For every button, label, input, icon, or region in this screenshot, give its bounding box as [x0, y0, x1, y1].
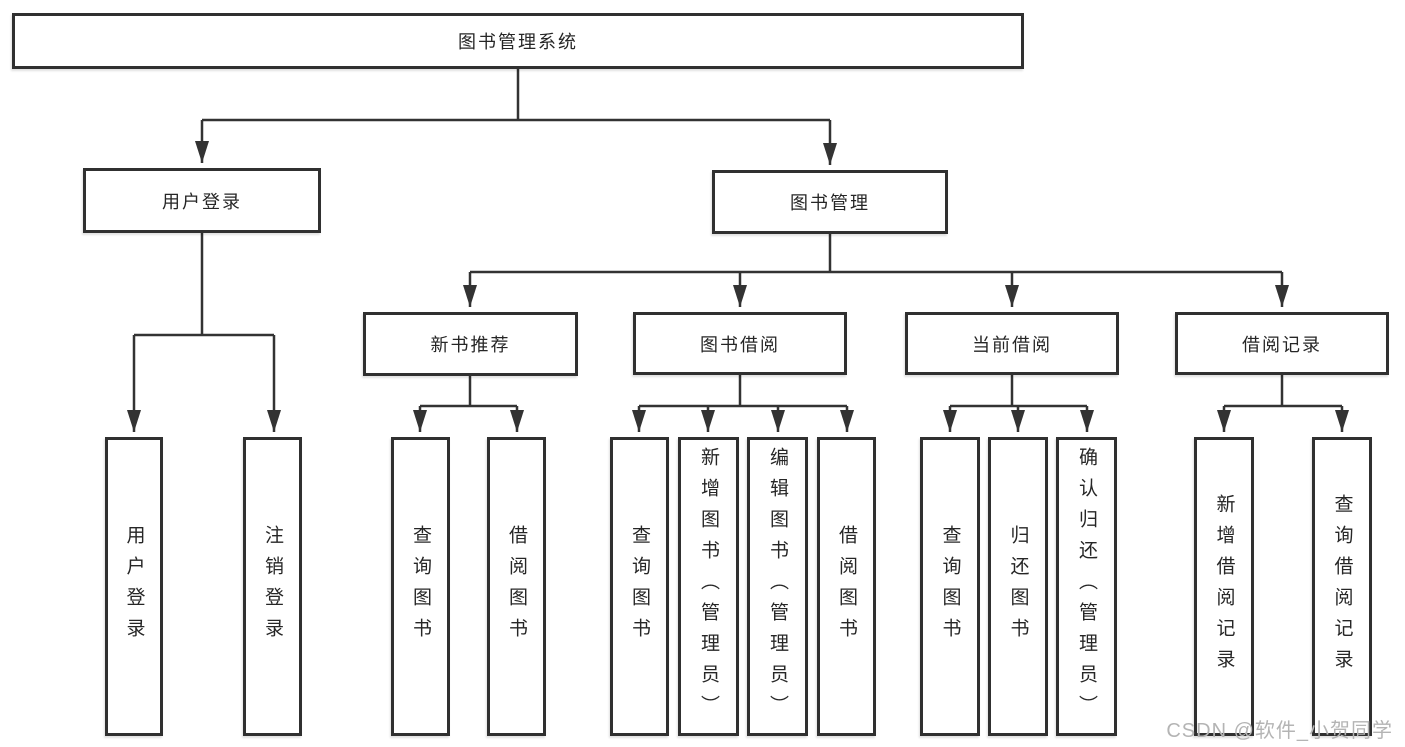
node-label: 图书借阅: [700, 334, 780, 355]
csdn-watermark: CSDN @软件_小贺同学: [1166, 720, 1393, 742]
node-new-book-recommendation: 新书推荐: [363, 312, 578, 376]
node-label: 查询图书: [629, 524, 650, 649]
node-current-borrowing: 当前借阅: [905, 312, 1119, 375]
node-label: 当前借阅: [972, 334, 1052, 355]
leaf-confirm-return-admin: 确认归还（管理员）: [1056, 437, 1117, 736]
node-label: 图书管理系统: [458, 32, 578, 52]
node-library-management-system: 图书管理系统: [12, 13, 1024, 69]
node-label: 查询图书: [410, 524, 431, 649]
node-label: 查询图书: [939, 524, 961, 649]
node-label: 借阅图书: [506, 524, 527, 649]
leaf-query-books-current: 查询图书: [920, 437, 980, 736]
leaf-query-books-recommend: 查询图书: [391, 437, 450, 736]
node-book-borrowing: 图书借阅: [633, 312, 847, 375]
leaf-borrow-books: 借阅图书: [817, 437, 876, 736]
leaf-query-borrow-record: 查询借阅记录: [1312, 437, 1372, 736]
node-label: 编辑图书（管理员）: [767, 447, 788, 726]
leaf-query-books-borrowing: 查询图书: [610, 437, 669, 736]
node-label: 确认归还（管理员）: [1076, 447, 1097, 726]
node-label: 新书推荐: [430, 335, 511, 355]
leaf-add-books-admin: 新增图书（管理员）: [678, 437, 739, 736]
node-label: 注销登录: [262, 524, 283, 649]
node-user-login: 用户登录: [83, 168, 321, 233]
node-label: 归还图书: [1007, 524, 1029, 649]
node-label: 查询借阅记录: [1331, 493, 1353, 680]
node-label: 图书管理: [790, 193, 870, 213]
leaf-user-login: 用户登录: [105, 437, 163, 736]
node-book-management: 图书管理: [712, 170, 948, 234]
node-label: 用户登录: [162, 191, 242, 212]
leaf-add-borrow-record: 新增借阅记录: [1194, 437, 1254, 736]
leaf-logout: 注销登录: [243, 437, 302, 736]
leaf-return-books: 归还图书: [988, 437, 1048, 736]
leaf-borrow-books-recommend: 借阅图书: [487, 437, 546, 736]
node-label: 新增借阅记录: [1213, 493, 1235, 680]
node-label: 新增图书（管理员）: [698, 447, 719, 726]
node-label: 用户登录: [123, 524, 145, 649]
node-label: 借阅图书: [836, 524, 857, 649]
node-borrowing-records: 借阅记录: [1175, 312, 1389, 375]
node-label: 借阅记录: [1242, 334, 1322, 355]
connector-segments: [127, 69, 1349, 432]
leaf-edit-books-admin: 编辑图书（管理员）: [747, 437, 808, 736]
